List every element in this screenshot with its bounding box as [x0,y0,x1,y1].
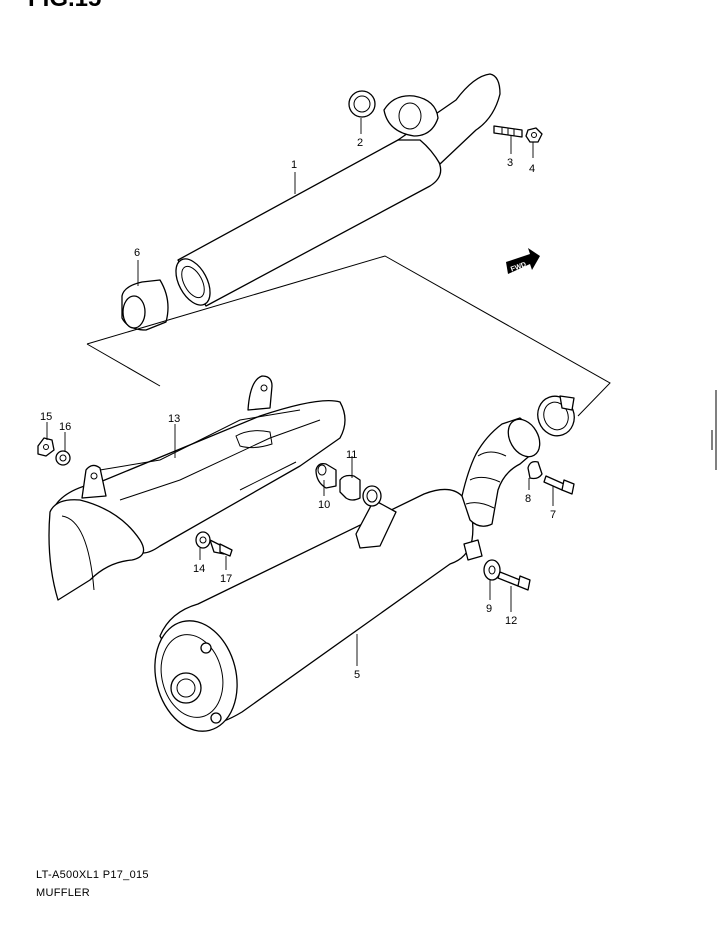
leader-lines [46,118,554,666]
part-number-13: 13 [168,413,180,425]
nut [525,127,543,143]
collar-small [527,460,543,480]
bolt-12 [497,571,531,591]
stud-bolt [493,125,523,138]
shield-bolt [209,539,233,557]
gasket-ring [348,90,376,118]
part-number-6: 6 [134,247,140,259]
exhaust-flange [383,95,439,137]
part-number-7: 7 [550,509,556,521]
bolt-7 [543,475,575,495]
part-number-8: 8 [525,493,531,505]
assembly-outline [86,255,611,417]
pipe-sleeve [121,279,169,331]
part-number-2: 2 [357,137,363,149]
part-number-14: 14 [193,563,205,575]
pipe-clamp [537,395,575,437]
part-number-17: 17 [220,573,232,585]
fwd-arrow-icon: FWD [506,248,540,274]
exhaust-pipe [175,73,501,307]
part-number-12: 12 [505,615,517,627]
part-number-5: 5 [354,669,360,681]
washer-9 [483,559,501,581]
nut-small [37,437,55,457]
part-number-16: 16 [59,421,71,433]
part-number-10: 10 [318,499,330,511]
damper-rubber [339,474,361,501]
part-number-4: 4 [529,163,535,175]
collar [315,462,337,489]
part-number-11: 11 [346,449,357,461]
muffler-inlet-pipe [461,417,541,527]
diagram-name: MUFFLER [36,887,91,899]
part-number-1: 1 [291,159,297,171]
washer-small [55,450,71,466]
diagram-code: LT-A500XL1 P17_015 [36,869,149,881]
part-number-15: 15 [40,411,52,423]
heat-shield [48,375,346,601]
part-number-9: 9 [486,603,492,615]
shield-washer [195,531,211,549]
figure-title: FIG.15 [28,0,101,12]
part-number-3: 3 [507,157,513,169]
